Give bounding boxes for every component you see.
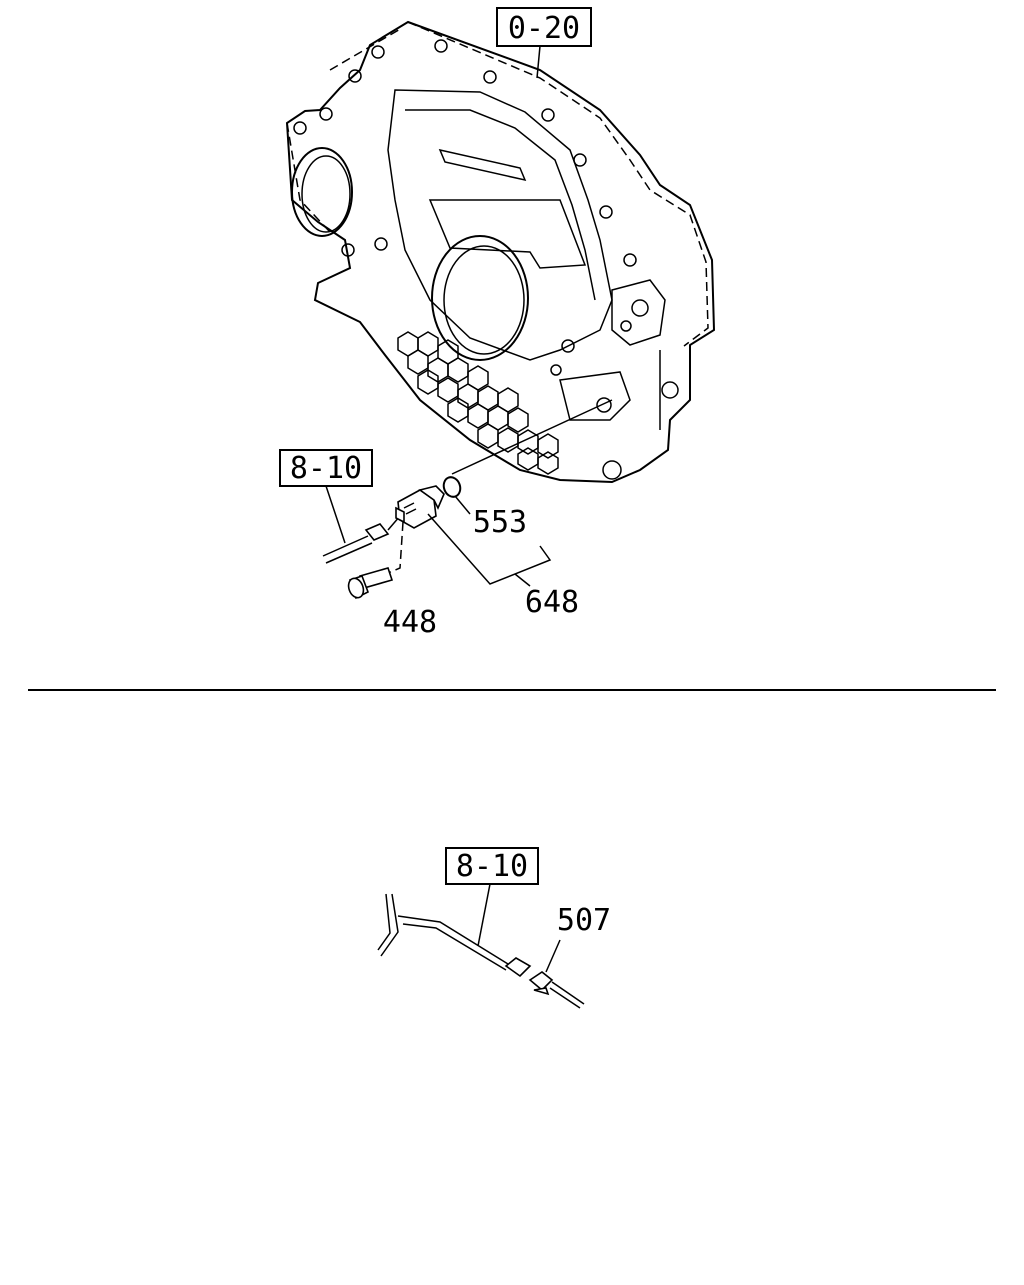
ref-top-harness: 8-10 [290, 451, 362, 486]
bolt [347, 567, 394, 600]
harness-wire-top [322, 515, 401, 564]
ref-box-top-housing: 0-20 [496, 7, 592, 79]
ref-box-bottom-harness: 8-10 [445, 847, 539, 947]
ref-bottom-harness: 8-10 [456, 849, 528, 884]
ref-top-housing: 0-20 [508, 11, 580, 46]
crank-sensor [395, 485, 445, 529]
ref-box-top-harness: 8-10 [279, 449, 373, 544]
honeycomb-pattern [397, 331, 559, 475]
o-ring [442, 476, 471, 515]
flywheel-housing [285, 20, 716, 484]
harness-wire-bottom [377, 893, 585, 1009]
connector: 507 [545, 903, 611, 973]
label-connector: 507 [557, 903, 611, 938]
label-sensor: 648 [525, 585, 579, 620]
label-bolt: 448 [383, 605, 437, 640]
label-oring: 553 [473, 505, 527, 540]
